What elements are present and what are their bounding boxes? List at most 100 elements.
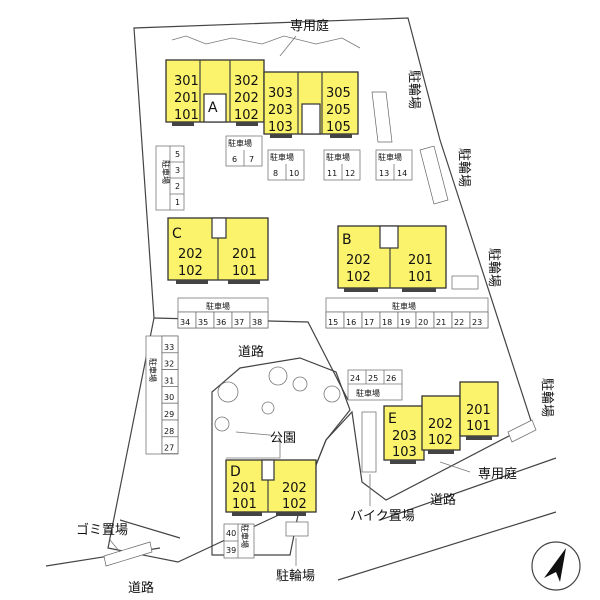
unit-a-l-3: 301: [174, 74, 199, 89]
parking-a1-label: 駐車場: [228, 138, 252, 148]
unit-c-l-2: 202: [178, 247, 203, 262]
parking-a2-label: 駐車場: [270, 152, 294, 162]
park-path: [226, 431, 281, 459]
parking-c-label: 駐車場: [206, 301, 230, 311]
bike-parking-label-1: 駐輪場: [406, 70, 422, 109]
slot-2: 2: [175, 182, 180, 191]
slot-10: 10: [289, 169, 299, 178]
unit-e2-1: 102: [428, 433, 453, 448]
building-a: 301 201 101 302 202 102 303 203 103 305 …: [165, 59, 359, 138]
leader-lines: [109, 35, 471, 566]
parking-mid-row-label: 駐車場: [356, 388, 380, 398]
unit-e1-1: 103: [392, 445, 417, 460]
slot-40: 40: [226, 529, 236, 538]
unit-a-r2-3: 305: [326, 86, 351, 101]
slot-13: 13: [379, 169, 389, 178]
parking-slot-number: 33: [164, 343, 174, 352]
parking-lot-left: 駐車場 5 3 2 1: [155, 145, 185, 211]
bike-parking-label-4: 駐輪場: [539, 378, 555, 417]
external-road-right: [379, 457, 557, 521]
moto-parking-label: バイク置場: [350, 509, 415, 524]
parking-slot-number: 28: [164, 427, 174, 436]
parking-a3-label: 駐車場: [326, 152, 350, 162]
parking-slot-number: 18: [382, 318, 392, 327]
unit-a-r1-2: 203: [268, 103, 293, 118]
park-trees: [214, 366, 341, 432]
bike-parking-d-label: 駐輪場: [276, 568, 315, 584]
unit-c-l-1: 102: [178, 264, 203, 279]
slot-24: 24: [350, 374, 360, 383]
garden-outline-top: [171, 35, 361, 49]
site-boundary: [107, 17, 533, 563]
parking-slot-number: 22: [454, 318, 464, 327]
slot-26: 26: [386, 374, 396, 383]
north-arrow-icon: [531, 541, 581, 591]
slot-25: 25: [368, 374, 378, 383]
slot-11: 11: [327, 169, 337, 178]
parking-slot-number: 19: [400, 318, 410, 327]
unit-d-l-1: 101: [232, 497, 257, 512]
unit-c-r-1: 101: [232, 264, 257, 279]
road-right-label: 道路: [430, 492, 456, 508]
parking-slot-number: 21: [436, 318, 446, 327]
slot-3: 3: [175, 166, 180, 175]
building-c: C 202 102 201 101: [167, 217, 269, 284]
slot-39: 39: [226, 546, 236, 555]
unit-e1-2: 203: [392, 429, 417, 444]
unit-d-r-1: 102: [282, 497, 307, 512]
unit-a-l-1: 101: [174, 108, 199, 123]
parking-slot-number: 29: [164, 410, 174, 419]
bike-structures: [103, 91, 537, 567]
slot-1: 1: [175, 198, 180, 207]
unit-a-r2-1: 105: [326, 120, 351, 135]
garbage-label: ゴミ置場: [76, 522, 128, 538]
inner-road-edge-2: [119, 519, 181, 539]
unit-b-l-2: 202: [346, 253, 371, 268]
parking-slot-number: 16: [346, 318, 356, 327]
unit-a-l-2: 201: [174, 91, 199, 106]
parking-left-label: 駐車場: [161, 160, 171, 184]
parking-mid-label: 駐車場: [148, 358, 158, 382]
unit-b-r-2: 201: [408, 253, 433, 268]
parking-a4-label: 駐車場: [378, 152, 402, 162]
parking-slot-number: 31: [164, 376, 174, 385]
slot-8: 8: [273, 169, 278, 178]
parking-slot-number: 17: [364, 318, 374, 327]
parking-lot-d: 40 39 駐車場: [223, 523, 255, 559]
parking-lot-a1: 駐車場 6 7: [225, 135, 263, 167]
bike-parking-label-2: 駐輪場: [456, 148, 472, 187]
parking-lot-a2: 駐車場 8 10: [267, 149, 305, 181]
unit-a-r2-2: 205: [326, 103, 351, 118]
unit-c-r-2: 201: [232, 247, 257, 262]
unit-b-r-1: 101: [408, 270, 433, 285]
parking-d-label: 駐車場: [240, 524, 250, 548]
building-e: E 203 103 202 102 201 101: [383, 381, 499, 464]
building-d-letter: D: [230, 464, 241, 480]
unit-a-m-1: 102: [234, 108, 259, 123]
slot-14: 14: [397, 169, 407, 178]
building-c-letter: C: [172, 226, 182, 242]
unit-a-m-3: 302: [234, 74, 259, 89]
unit-e3-2: 201: [466, 403, 491, 418]
parking-lot-a4: 駐車場 13 14: [375, 149, 413, 181]
building-e-letter: E: [388, 411, 397, 427]
parking-slot-number: 30: [164, 393, 174, 402]
parking-slot-number: 34: [180, 318, 190, 327]
parking-slot-number: 23: [472, 318, 482, 327]
slot-5: 5: [175, 150, 180, 159]
park-label: 公園: [270, 431, 296, 446]
parking-slot-number: 32: [164, 360, 174, 369]
unit-e3-1: 101: [466, 419, 491, 434]
parking-b-label: 駐車場: [392, 301, 416, 311]
parking-lot-a3: 駐車場 11 12: [323, 149, 361, 181]
slot-7: 7: [249, 155, 254, 164]
slot-6: 6: [232, 155, 237, 164]
parking-slot: [161, 436, 179, 454]
road-bottom-label: 道路: [128, 580, 154, 596]
parking-slot: [249, 311, 269, 329]
